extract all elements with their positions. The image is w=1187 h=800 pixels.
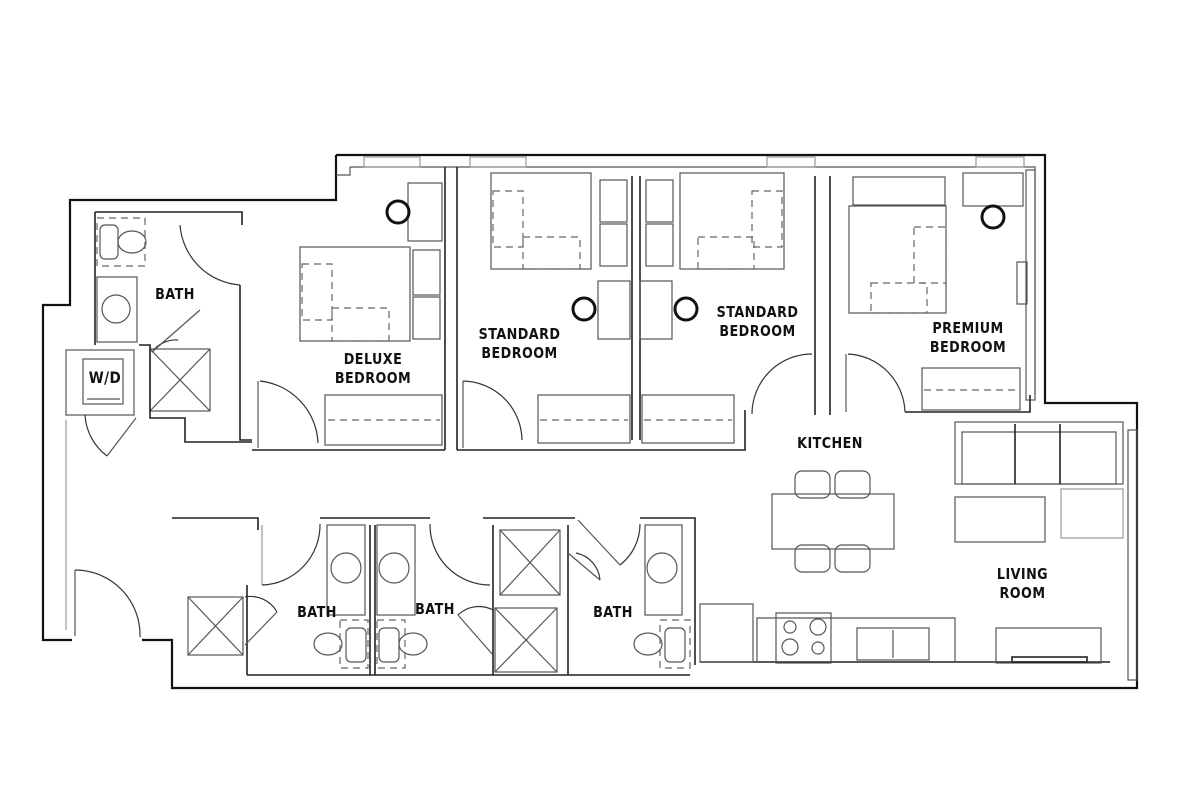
- room-label-bath-2: BATH: [292, 603, 343, 622]
- toilet-icon: [96, 217, 147, 267]
- shower-icon: [187, 529, 561, 673]
- toilet-icon: [313, 619, 369, 669]
- room-label-kitchen: KITCHEN: [788, 434, 873, 453]
- room-label-standard-bedroom-2: STANDARD BEDROOM: [709, 303, 807, 341]
- wardrobe-icon: [324, 367, 1021, 446]
- bed-icon: [299, 172, 947, 342]
- double-sink-icon: [856, 627, 930, 661]
- room-label-standard-bedroom-1: STANDARD BEDROOM: [471, 325, 569, 363]
- room-label-line1: DELUXE: [343, 350, 403, 368]
- tv-console-icon: [995, 627, 1102, 664]
- room-label-line2: BEDROOM: [334, 369, 412, 387]
- doors: [74, 224, 906, 656]
- room-label-line2: BEDROOM: [929, 338, 1007, 356]
- room-label-text: BATH: [155, 285, 195, 303]
- room-label-premium-bedroom: PREMIUM BEDROOM: [921, 319, 1015, 357]
- room-label-living-room: LIVING ROOM: [982, 565, 1063, 603]
- stove-icon: [775, 612, 832, 664]
- room-label-text: BATH: [593, 603, 633, 621]
- dining-table-icon: [771, 493, 895, 550]
- windows: [363, 156, 1138, 681]
- room-label-bath-4: BATH: [588, 603, 639, 622]
- room-label-bath-1: BATH: [150, 285, 201, 304]
- room-label-text: BATH: [297, 603, 337, 621]
- room-label-line2: BEDROOM: [481, 344, 558, 362]
- sofa-icon: [954, 421, 1124, 485]
- dining-chair-icon: [794, 470, 871, 573]
- room-label-text: W/D: [88, 368, 122, 387]
- desk-chair-icon: [385, 199, 1006, 322]
- interior-walls: [65, 167, 1110, 676]
- room-label-text: KITCHEN: [797, 434, 863, 452]
- room-label-line1: STANDARD: [716, 303, 799, 321]
- room-label-line1: PREMIUM: [932, 319, 1004, 337]
- room-label-text: BATH: [415, 600, 455, 618]
- room-label-wd: W/D: [84, 368, 127, 387]
- room-label-bath-3: BATH: [410, 600, 461, 619]
- room-label-line1: STANDARD: [478, 325, 561, 343]
- room-label-line1: LIVING: [996, 565, 1049, 583]
- room-label-line2: BEDROOM: [719, 322, 796, 340]
- refrigerator-icon: [699, 603, 754, 663]
- toilet-icon: [633, 619, 691, 669]
- room-label-deluxe-bedroom: DELUXE BEDROOM: [326, 350, 420, 388]
- toilet-icon: [376, 619, 428, 669]
- sink-icon: [101, 294, 683, 616]
- room-label-line2: ROOM: [999, 584, 1046, 602]
- armchair-icon: [1060, 488, 1124, 539]
- coffee-table-icon: [954, 496, 1046, 543]
